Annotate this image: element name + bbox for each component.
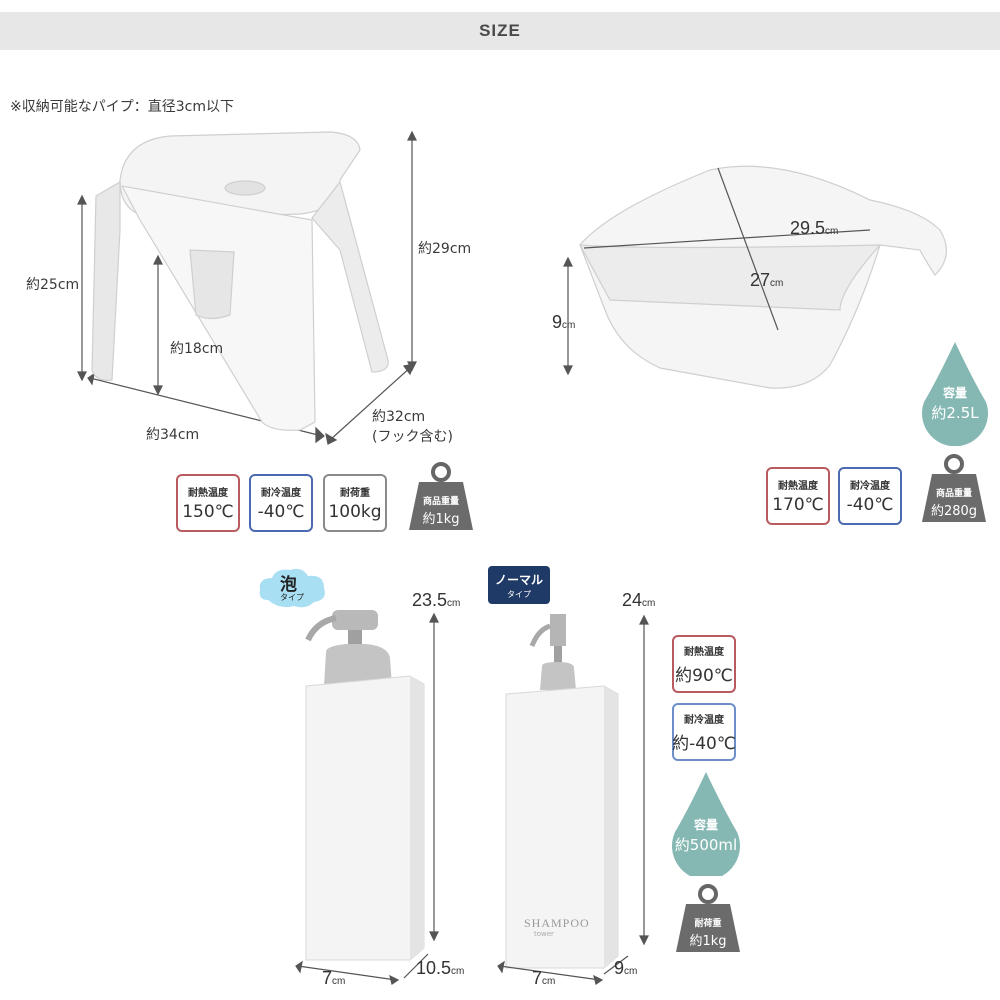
badge-value: 150℃ — [182, 502, 234, 522]
badge-value: 100kg — [328, 502, 382, 522]
badge-value: -40℃ — [257, 502, 305, 522]
bottle-print-sub: tower — [534, 930, 554, 938]
weight-title: 耐荷重 — [694, 919, 722, 929]
normal-depth: 9cm — [614, 958, 637, 979]
section-title: SIZE — [479, 21, 521, 40]
weight-title: 商品重量 — [422, 497, 459, 507]
water-drop-icon: 容量 約500ml — [668, 770, 744, 876]
unit-label: cm — [562, 320, 576, 331]
badge-title: 耐熱温度 — [188, 488, 228, 499]
weight-title: 商品重量 — [935, 489, 972, 499]
foam-height: 23.5cm — [412, 590, 460, 611]
badge-value: 約-40℃ — [672, 733, 736, 754]
badge-value: 170℃ — [772, 495, 824, 515]
weight-value: 約1kg — [422, 512, 460, 527]
normal-height-value: 24 — [622, 590, 643, 610]
normal-width-value: 7 — [532, 968, 543, 988]
load-capacity-badge: 耐荷重 100kg — [323, 474, 387, 532]
basin-length-value: 29.5 — [790, 218, 826, 238]
cold-resistance-badge: 耐冷温度 -40℃ — [838, 467, 902, 525]
unit-label: cm — [770, 278, 784, 289]
water-drop-icon: 容量 約2.5L — [918, 340, 992, 446]
normal-bottle-illustration — [497, 614, 649, 985]
basin-height-value: 9 — [552, 312, 563, 332]
stool-height-inner: 約18cm — [170, 341, 224, 357]
normal-depth-value: 9 — [614, 958, 625, 978]
stool-depth: 約32cm — [372, 409, 426, 425]
tag-main: ノーマル — [494, 573, 543, 587]
badge-value: -40℃ — [846, 495, 894, 515]
badge-title: 耐冷温度 — [850, 481, 890, 492]
stool-width: 約34cm — [146, 427, 200, 443]
cloud-tag-icon — [259, 568, 325, 608]
basin-height: 9cm — [552, 312, 575, 333]
cold-resistance-badge: 耐冷温度 -40℃ — [249, 474, 313, 532]
unit-label: cm — [447, 598, 461, 609]
stool-height-total: 約29cm — [418, 241, 472, 257]
basin-width-value: 27 — [750, 270, 771, 290]
badge-title: 耐冷温度 — [684, 714, 724, 726]
foam-width: 7cm — [322, 968, 345, 989]
weight-icon: 商品重量 約280g — [918, 452, 990, 524]
tag-main: 泡 — [280, 575, 297, 595]
weight-value: 約1kg — [689, 934, 727, 949]
normal-type-tag: ノーマル タイプ — [488, 566, 550, 604]
capacity-title: 容量 — [693, 818, 718, 832]
foam-depth: 10.5cm — [416, 958, 464, 979]
unit-label: cm — [542, 976, 556, 987]
weight-icon: 耐荷重 約1kg — [672, 882, 744, 954]
stool-height-seat: 約25cm — [26, 277, 80, 293]
foam-height-value: 23.5 — [412, 590, 448, 610]
basin-length: 29.5cm — [790, 218, 838, 239]
normal-height: 24cm — [622, 590, 655, 611]
heat-resistance-badge: 耐熱温度 約90℃ — [672, 635, 736, 693]
unit-label: cm — [825, 226, 839, 237]
cold-resistance-badge: 耐冷温度 約-40℃ — [672, 703, 736, 761]
unit-label: cm — [642, 598, 656, 609]
badge-title: 耐荷重 — [340, 488, 370, 499]
capacity-value: 約500ml — [674, 836, 738, 854]
foam-bottle-illustration — [295, 610, 439, 985]
section-header: SIZE — [0, 12, 1000, 50]
stool-illustration — [77, 130, 417, 445]
tag-sub: タイプ — [507, 590, 531, 599]
tag-sub: タイプ — [280, 593, 304, 602]
capacity-value: 約2.5L — [931, 404, 979, 422]
normal-width: 7cm — [532, 968, 555, 989]
foam-depth-value: 10.5 — [416, 958, 452, 978]
weight-icon: 商品重量 約1kg — [405, 460, 477, 532]
basin-width: 27cm — [750, 270, 783, 291]
stool-depth-note: (フック含む) — [372, 429, 453, 445]
heat-resistance-badge: 耐熱温度 170℃ — [766, 467, 830, 525]
badge-title: 耐熱温度 — [778, 481, 818, 492]
badge-value: 約90℃ — [675, 665, 733, 686]
pipe-note: ※収納可能なパイプ：直径3cm以下 — [10, 99, 234, 115]
heat-resistance-badge: 耐熱温度 150℃ — [176, 474, 240, 532]
bottle-print-main: SHAMPOO — [524, 916, 590, 930]
foam-type-tag: 泡 タイプ — [256, 566, 328, 610]
basin-illustration — [563, 165, 947, 389]
unit-label: cm — [451, 966, 465, 977]
capacity-title: 容量 — [942, 386, 967, 400]
weight-value: 約280g — [930, 504, 978, 519]
foam-width-value: 7 — [322, 968, 333, 988]
unit-label: cm — [332, 976, 346, 987]
unit-label: cm — [624, 966, 638, 977]
badge-title: 耐熱温度 — [684, 646, 724, 658]
badge-title: 耐冷温度 — [261, 488, 301, 499]
